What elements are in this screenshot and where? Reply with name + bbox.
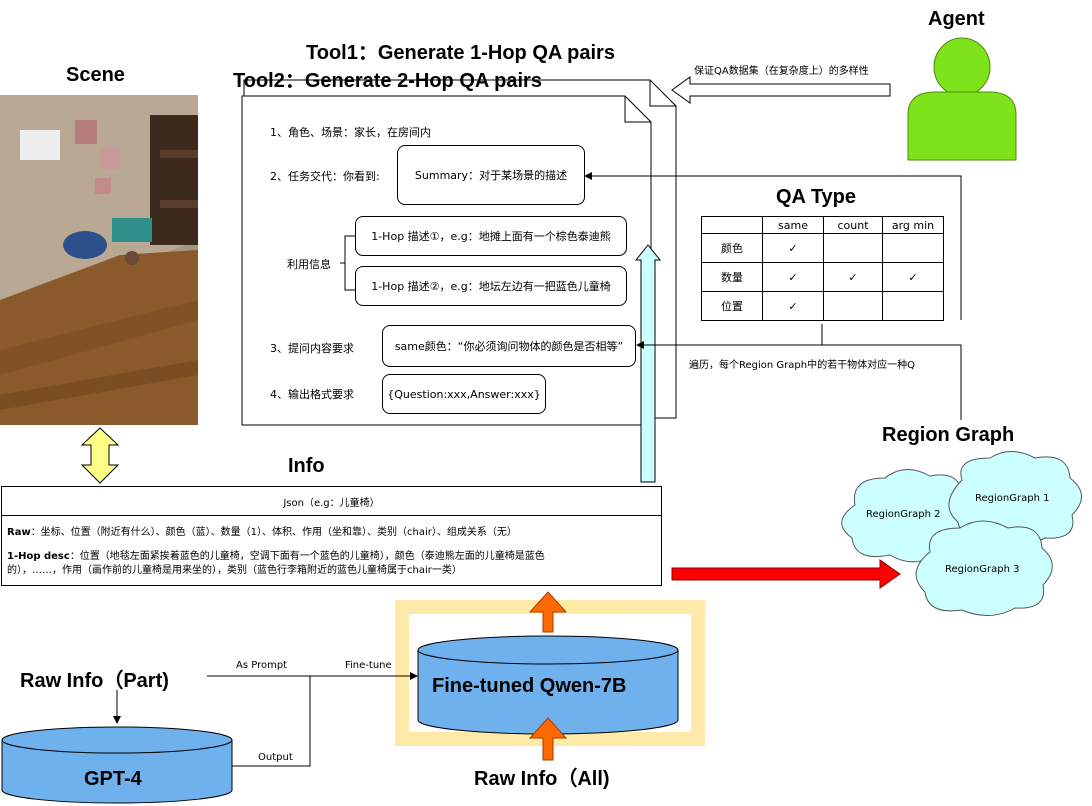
fine-tune-label: Fine-tune [345, 660, 392, 671]
qwen-up-arrow [528, 591, 568, 633]
qa-table-header: same count arg min [701, 216, 944, 234]
qa-row-label: 颜色 [701, 233, 763, 263]
qa-cell: ✓ [823, 262, 883, 292]
summary-text: Summary：对于某场景的描述 [414, 169, 568, 182]
raw-info-all-heading: Raw Info（All) [474, 768, 610, 790]
format-box: {Question:xxx,Answer:xxx} [382, 374, 546, 414]
info-header: Json（e.g：儿童椅） [2, 487, 661, 516]
qa-cell [882, 291, 944, 321]
use-info-bracket [340, 235, 355, 291]
traverse-connector [640, 344, 962, 420]
raw-all-arrow [528, 717, 568, 761]
qa-cell [823, 291, 883, 321]
qwen-cylinder [417, 635, 679, 735]
info-desc-line2: 的），……，作用（画作前的儿童椅是用来坐的），类别（蓝色行李箱附近的蓝色儿童椅属… [7, 565, 462, 576]
info-desc-label: 1-Hop desc [7, 551, 70, 562]
as-prompt-label: As Prompt [236, 660, 288, 671]
qa-row-label: 位置 [701, 291, 763, 321]
scene-info-arrow [80, 427, 120, 484]
info-desc: 1-Hop desc：位置（地毯左面紧挨着蓝色的儿童椅，空调下面有一个蓝色的儿童… [2, 538, 661, 578]
scene-heading: Scene [66, 64, 125, 86]
qa-row-label: 数量 [701, 262, 763, 292]
use-info-label: 利用信息 [287, 258, 331, 271]
agent-note: 保证QA数据集（在复杂度上）的多样性 [694, 66, 869, 77]
qa-type-table: same count arg min 颜色 ✓ 数量 ✓ ✓ ✓ 位置 ✓ [701, 216, 944, 321]
output-label: Output [258, 752, 293, 763]
qa-col-same: same [762, 216, 824, 234]
qa-cell [882, 233, 944, 263]
tool1-heading: Tool1：Generate 1-Hop QA pairs [306, 42, 615, 64]
qa-cell: ✓ [882, 262, 944, 292]
qa-cell: ✓ [762, 233, 824, 263]
region-graph-2-label: RegionGraph 2 [866, 509, 941, 520]
qa-type-heading: QA Type [776, 186, 857, 208]
prompt-item-1: 1、角色、场景：家长，在房间内 [270, 126, 431, 139]
output-line [232, 676, 311, 767]
cyan-up-arrow [634, 244, 662, 483]
region-graph-arrow [671, 559, 901, 589]
info-desc-line1: ：位置（地毯左面紧挨着蓝色的儿童椅，空调下面有一个蓝色的儿童椅），颜色（泰迪熊左… [69, 551, 545, 562]
prompt-item-4: 4、输出格式要求 [270, 388, 354, 401]
qa-row-color: 颜色 ✓ [701, 233, 944, 263]
qa-cell: ✓ [762, 262, 824, 292]
gpt-label: GPT-4 [84, 768, 142, 790]
same-color-text: same颜色：“你必须询问物体的颜色是否相等” [394, 340, 624, 353]
same-color-box: same颜色：“你必须询问物体的颜色是否相等” [382, 325, 636, 367]
raw-info-part-heading: Raw Info（Part) [20, 670, 169, 692]
prompt-item-2: 2、任务交代：你看到: [270, 170, 380, 183]
summary-box: Summary：对于某场景的描述 [397, 145, 585, 205]
hop2-box: 1-Hop 描述②，e.g：地坛左边有一把蓝色儿童椅 [355, 266, 627, 306]
prompt-item-3: 3、提问内容要求 [270, 342, 354, 355]
agent-icon [907, 37, 1017, 161]
qa-col-argmin: arg min [882, 216, 944, 234]
tool2-heading: Tool2：Generate 2-Hop QA pairs [233, 70, 542, 92]
info-raw-label: Raw [7, 527, 31, 538]
info-raw-line: Raw：坐标、位置（附近有什么）、颜色（蓝）、数量（1）、体积、作用（坐和靠）、… [2, 516, 661, 538]
summary-connector [588, 175, 962, 320]
region-graph-1-label: RegionGraph 1 [975, 493, 1050, 504]
hop2-text: 1-Hop 描述②，e.g：地坛左边有一把蓝色儿童椅 [371, 280, 611, 293]
info-raw-text: ：坐标、位置（附近有什么）、颜色（蓝）、数量（1）、体积、作用（坐和靠）、类别（… [30, 527, 517, 538]
region-graph-heading: Region Graph [882, 424, 1015, 446]
qa-row-position: 位置 ✓ [701, 291, 944, 321]
scene-image [0, 95, 198, 425]
info-box: Json（e.g：儿童椅） Raw：坐标、位置（附近有什么）、颜色（蓝）、数量（… [1, 486, 662, 586]
gpt-cylinder [1, 726, 233, 804]
region-graph-3-label: RegionGraph 3 [945, 564, 1020, 575]
hop1-text: 1-Hop 描述①，e.g：地摊上面有一个棕色泰迪熊 [371, 230, 611, 243]
agent-note-arrow [671, 76, 891, 104]
traverse-note: 遍历，每个Region Graph中的若干物体对应一种Q [689, 360, 915, 371]
qa-col-blank [701, 216, 763, 234]
qa-cell: ✓ [762, 291, 824, 321]
qwen-label: Fine-tuned Qwen-7B [432, 675, 627, 697]
qa-cell [823, 233, 883, 263]
format-text: {Question:xxx,Answer:xxx} [387, 387, 541, 401]
region-graph-clouds [841, 451, 1082, 616]
qa-col-count: count [823, 216, 883, 234]
info-heading: Info [288, 455, 325, 477]
agent-heading: Agent [928, 8, 985, 30]
hop1-box: 1-Hop 描述①，e.g：地摊上面有一个棕色泰迪熊 [355, 216, 627, 256]
qa-row-count: 数量 ✓ ✓ ✓ [701, 262, 944, 292]
